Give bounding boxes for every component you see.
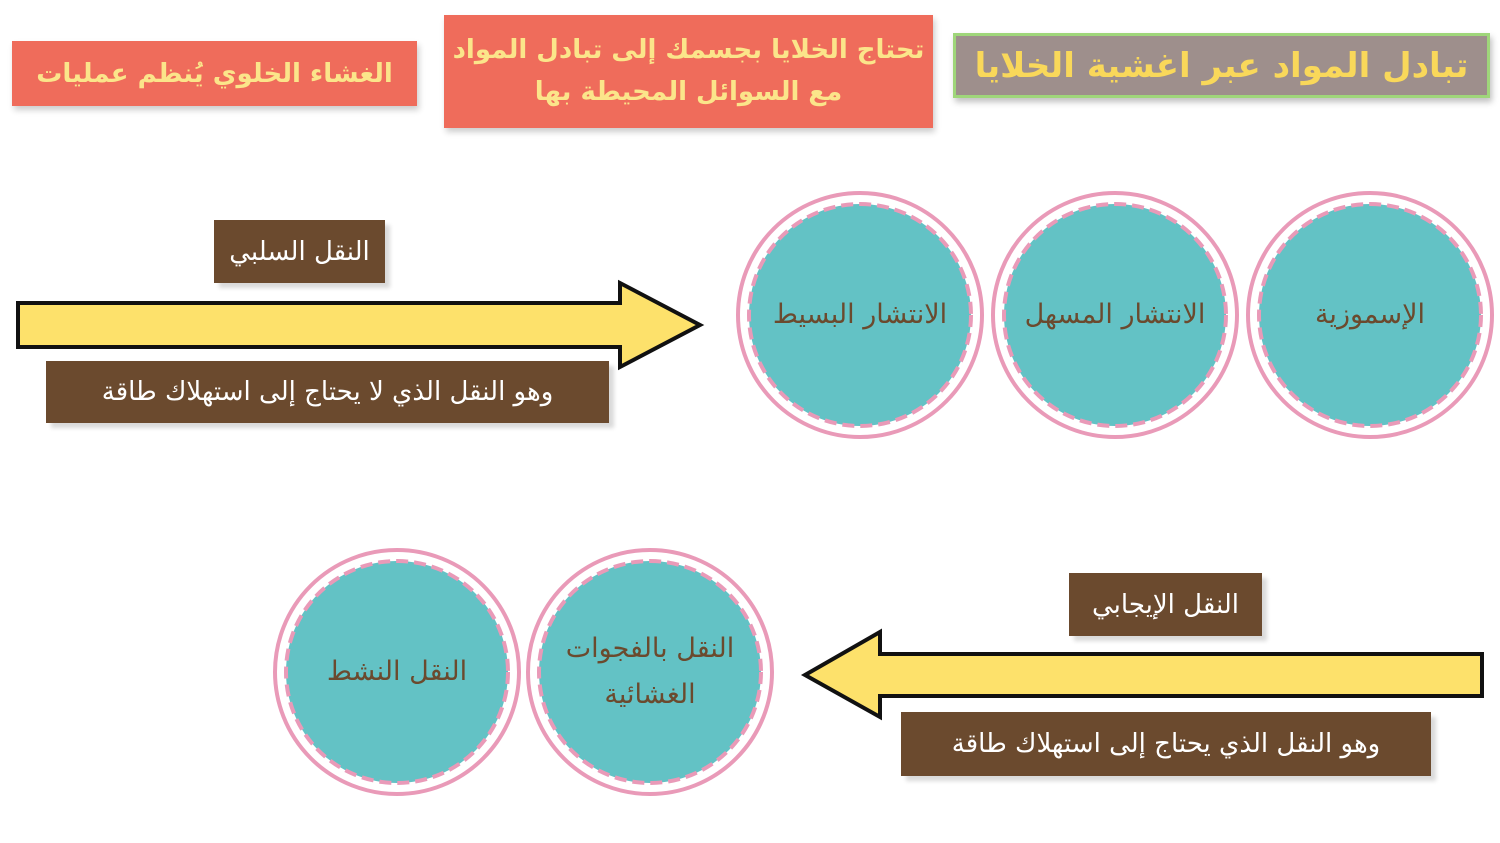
osmosis-label: الإسموزية [1314, 299, 1426, 331]
active-transport-label: النقل الإيجابي [1069, 573, 1262, 636]
simple-diffusion-label: الانتشار البسيط [772, 299, 948, 331]
right-arrow [16, 279, 705, 371]
intro-box: تحتاج الخلايا بجسمك إلى تبادل المواد مع … [444, 15, 933, 128]
main-title: تبادل المواد عبر اغشية الخلايا [953, 33, 1490, 98]
left-arrow [800, 628, 1484, 721]
circle-fill [537, 559, 763, 785]
active-transport-description: وهو النقل الذي يحتاج إلى استهلاك طاقة [901, 712, 1431, 776]
circle-fill [1002, 202, 1228, 428]
active-transport-circle-label: النقل النشط [326, 656, 468, 688]
facilitated-diffusion-label: الانتشار المسهل [1024, 299, 1206, 331]
circle-fill [747, 202, 973, 428]
passive-transport-label: النقل السلبي [214, 220, 385, 283]
circle-fill [1257, 202, 1483, 428]
passive-transport-description: وهو النقل الذي لا يحتاج إلى استهلاك طاقة [46, 361, 609, 423]
membrane-box: الغشاء الخلوي يُنظم عمليات [12, 41, 417, 106]
vesicular-transport-label: النقل بالفجوات الغشائية [565, 633, 735, 710]
circle-fill [284, 559, 510, 785]
